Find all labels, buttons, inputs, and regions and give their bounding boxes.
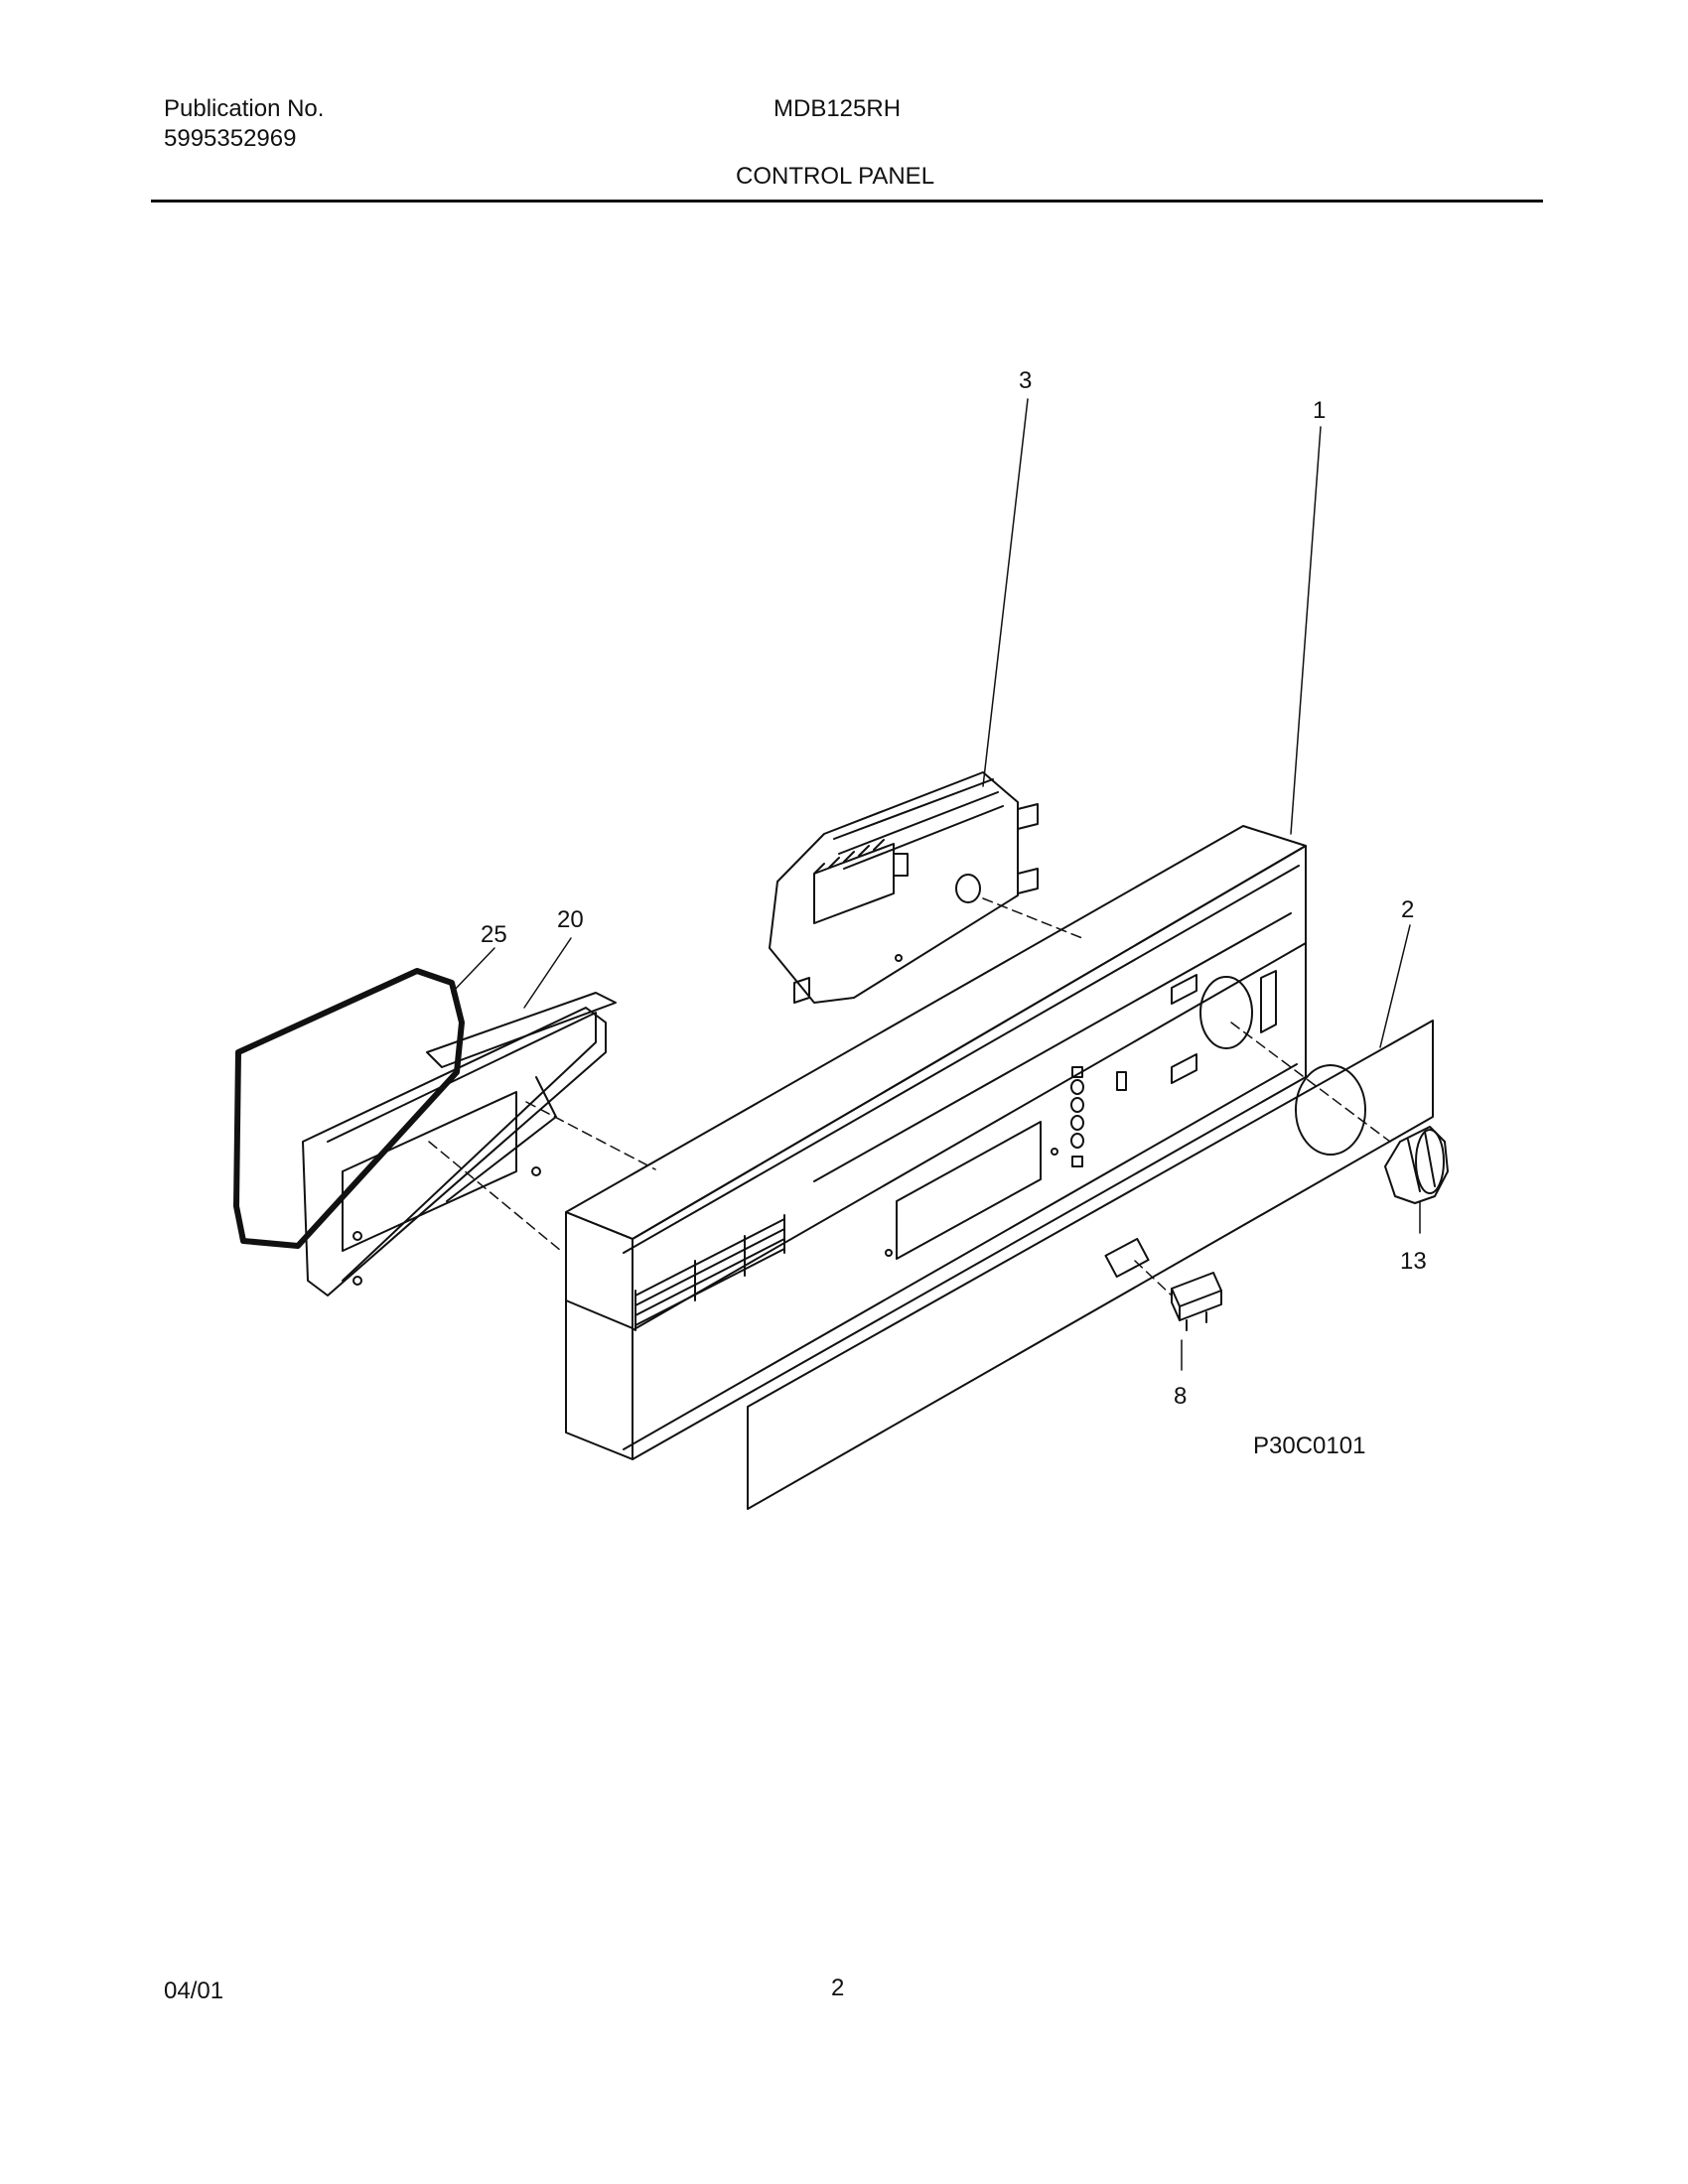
timer bbox=[769, 771, 1039, 1004]
diagram-code: P30C0101 bbox=[1253, 1433, 1365, 1459]
section-title: CONTROL PANEL bbox=[736, 163, 935, 190]
page-number: 2 bbox=[831, 1975, 845, 2001]
callout-1: 1 bbox=[1313, 397, 1326, 424]
publication-number: 5995352969 bbox=[164, 125, 297, 152]
rocker-switch bbox=[1171, 1272, 1222, 1331]
callout-13: 13 bbox=[1400, 1248, 1427, 1275]
callout-2: 2 bbox=[1401, 896, 1414, 923]
leader-lines bbox=[451, 398, 1421, 1371]
header-rule bbox=[151, 200, 1543, 203]
control-panel-housing bbox=[565, 825, 1307, 1460]
alignment-lines bbox=[428, 897, 1391, 1297]
callout-25: 25 bbox=[481, 921, 507, 948]
model-number: MDB125RH bbox=[774, 95, 902, 122]
timer-knob bbox=[1384, 1126, 1449, 1204]
footer-date: 04/01 bbox=[164, 1978, 224, 2004]
callout-20: 20 bbox=[557, 906, 584, 933]
gasket bbox=[233, 968, 465, 1249]
callout-8: 8 bbox=[1174, 1383, 1187, 1410]
publication-label: Publication No. bbox=[164, 95, 325, 122]
callout-3: 3 bbox=[1019, 367, 1032, 394]
control-overlay bbox=[747, 1020, 1434, 1510]
